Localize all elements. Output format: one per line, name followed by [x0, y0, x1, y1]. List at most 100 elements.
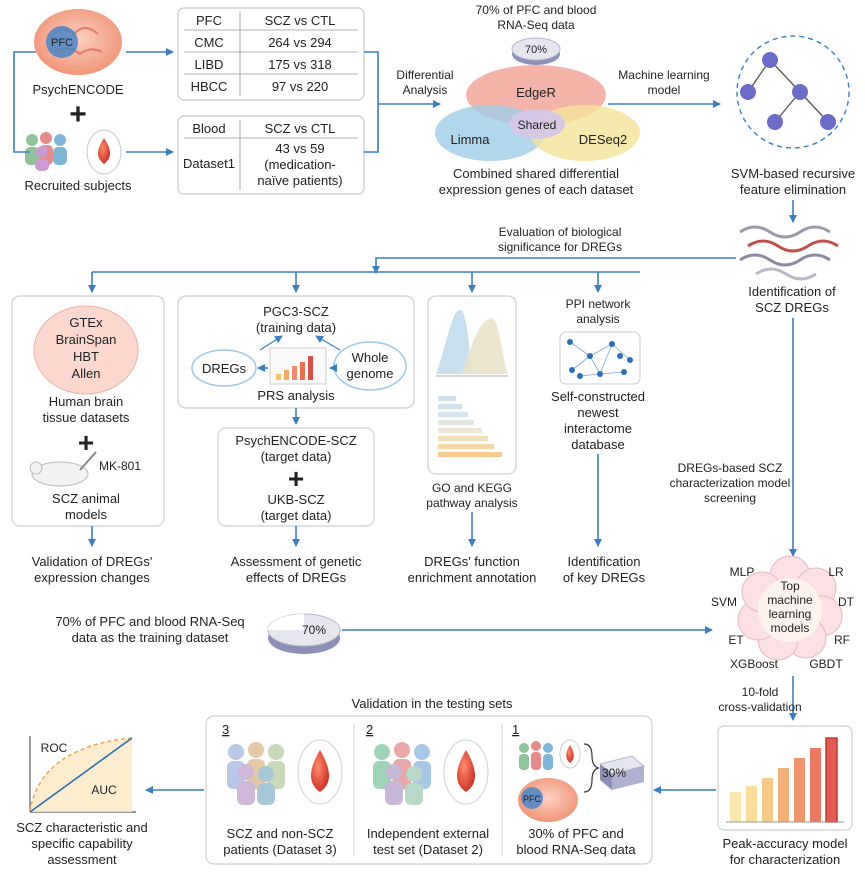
panel3-number: 3 [222, 722, 229, 737]
venn-deseq2: DESeq2 [579, 132, 627, 147]
peak-line: Peak-accuracy model [723, 836, 848, 851]
pfc-tag: PFC [51, 37, 73, 49]
identification-line: SCZ DREGs [755, 300, 829, 315]
ppi-title-line: PPI network [566, 297, 632, 311]
table-row-value: 175 vs 318 [268, 57, 332, 72]
roc-caption-line: SCZ characteristic and [16, 820, 148, 835]
prs-whole-line: genome [347, 366, 394, 381]
model-name: MLP [730, 565, 755, 579]
svm-line: feature elimination [740, 182, 846, 197]
ml-models-cluster: Top machine learning models [737, 555, 843, 661]
dataset1-value-line: naïve patients) [257, 173, 342, 188]
model-name: SVM [711, 595, 737, 609]
blood-drop-icon [566, 745, 574, 763]
go-caption-line: pathway analysis [426, 496, 517, 510]
pfc-highlight-icon [46, 26, 78, 58]
cv-line: 10-fold [742, 685, 779, 699]
recruited-label: Recruited subjects [25, 178, 132, 193]
peak-line: for characterization [730, 852, 841, 867]
percent-disc-icon: 70% [267, 613, 341, 654]
key-line: Identification [568, 554, 641, 569]
roc-plot-icon: ROC AUC [29, 736, 136, 813]
assessment-line: Assessment of genetic [231, 554, 362, 569]
pfc-header-compare: SCZ vs CTL [265, 13, 336, 28]
testing-panel: 3 SCZ and non-SCZ patients (Dataset 3) 2… [205, 715, 653, 865]
panel1-number: 1 [512, 722, 519, 737]
psychencode-label: PsychENCODE [32, 82, 123, 97]
roc-label: ROC [41, 741, 68, 755]
blood-header: Blood [192, 121, 225, 136]
blood-table: Blood SCZ vs CTL Dataset1 43 vs 59 (medi… [177, 115, 365, 195]
blood-drop-icon [311, 750, 329, 792]
differential-top-line: 70% of PFC and blood [476, 3, 597, 17]
panel1-percent: 30% [602, 766, 626, 780]
accuracy-bars-icon [726, 737, 844, 823]
ppi-caption-line: interactome [564, 421, 632, 436]
decision-tree-icon [736, 35, 850, 149]
prs-whole-line: Whole [352, 350, 389, 365]
model-name: RF [834, 633, 850, 647]
venn-caption-line: Combined shared differential [453, 166, 619, 181]
brain-dataset: Allen [72, 366, 101, 381]
assessment-line: effects of DREGs [246, 570, 347, 585]
cv-line: cross-validation [718, 700, 801, 714]
dataset1-value-line: 43 vs 59 [275, 141, 324, 156]
plus-icon: + [69, 98, 87, 131]
target-line: (target data) [261, 508, 332, 523]
blood-drop-icon [457, 750, 475, 792]
roc-caption-line: assessment [47, 852, 117, 867]
brain-icon [33, 305, 139, 395]
pfc-table: PFC SCZ vs CTL CMC 264 vs 294 LIBD 175 v… [177, 7, 365, 101]
brace-icon [583, 743, 600, 793]
ml-label-line: Machine learning [618, 68, 709, 82]
panel3-line: SCZ and non-SCZ [227, 826, 334, 841]
panel1-line: blood RNA-Seq data [516, 842, 636, 857]
panel1-line: 30% of PFC and [528, 826, 623, 841]
pfc-header: PFC [196, 13, 222, 28]
screening-line: DREGs-based SCZ [678, 461, 783, 475]
differential-label-line: Analysis [403, 83, 448, 97]
brain-caption-line: Human brain [49, 394, 123, 409]
model-name: GBDT [809, 657, 843, 671]
panel2-line: Independent external [367, 826, 489, 841]
people-group-icon [519, 741, 553, 770]
testing-title: Validation in the testing sets [352, 696, 513, 711]
ppi-caption-line: newest [577, 405, 619, 420]
animal-line: SCZ animal [52, 491, 120, 506]
plus-icon: + [78, 427, 94, 458]
model-name: XGBoost [730, 657, 779, 671]
ppi-caption-line: database [571, 437, 625, 452]
model-name: LR [828, 565, 844, 579]
differential-label-line: Differential [396, 68, 453, 82]
blood-header-compare: SCZ vs CTL [265, 121, 336, 136]
auc-label: AUC [91, 783, 117, 797]
network-icon [559, 331, 641, 385]
dna-strands-icon [739, 225, 839, 281]
prs-caption: PRS analysis [257, 388, 335, 403]
dataset1-label: Dataset1 [183, 156, 235, 171]
table-row-label: LIBD [195, 57, 224, 72]
patients-group-icon [227, 742, 285, 805]
target-panel: PsychENCODE-SCZ (target data) + UKB-SCZ … [217, 427, 375, 527]
svm-line: SVM-based recursive [731, 166, 855, 181]
screening-line: characterization model [670, 476, 791, 490]
plus-icon: + [288, 463, 304, 494]
models-center-line: models [771, 621, 810, 635]
target-line: (target data) [261, 449, 332, 464]
models-center-line: Top [780, 579, 800, 593]
panel1-pfc-tag: PFC [523, 794, 542, 804]
brain-dataset: GTEx [69, 315, 103, 330]
function-line: DREGs' function [424, 554, 520, 569]
evaluation-line: Evaluation of biological [499, 225, 622, 239]
prs-top-line: (training data) [256, 320, 336, 335]
people-group-icon [25, 132, 67, 171]
brain-dataset: BrainSpan [56, 332, 117, 347]
enrichment-bars-icon [438, 396, 502, 457]
ppi-caption-line: Self-constructed [551, 389, 645, 404]
venn-shared: Shared [518, 118, 557, 132]
brain-caption-line: tissue datasets [43, 410, 130, 425]
table-row-value: 97 vs 220 [272, 79, 328, 94]
models-center-line: machine [767, 593, 813, 607]
table-row-label: HBCC [191, 79, 228, 94]
prs-top-line: PGC3-SCZ [263, 304, 329, 319]
